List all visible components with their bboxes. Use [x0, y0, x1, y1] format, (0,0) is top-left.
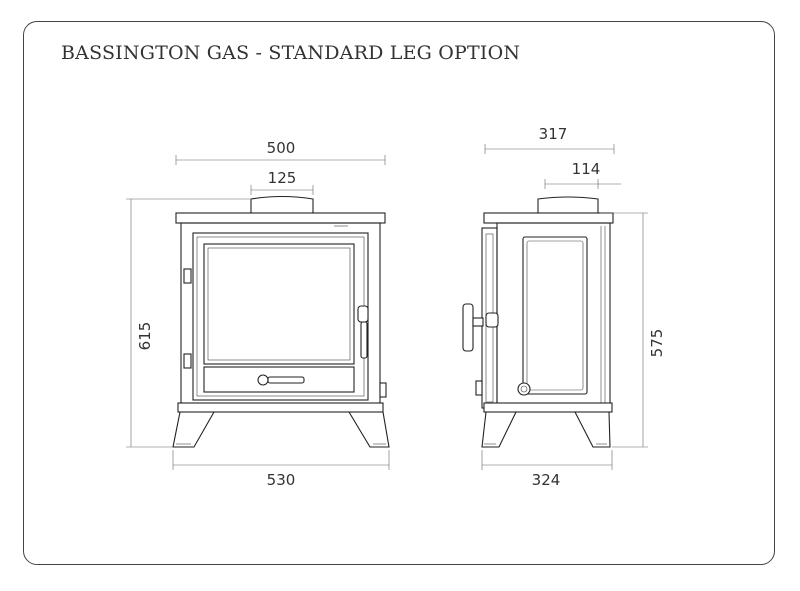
- dim-front-leg-width: 530: [267, 471, 296, 489]
- side-view: [462, 196, 614, 448]
- dim-front-flue: 125: [268, 169, 297, 187]
- front-hinge-top: [183, 268, 192, 284]
- side-base-plinth: [483, 402, 613, 413]
- side-leg-front: [481, 411, 517, 448]
- side-control-knob: [517, 382, 531, 396]
- dim-side-leg-depth: 324: [532, 471, 561, 489]
- front-control-knob: [257, 374, 269, 386]
- dim-side-height: 575: [648, 329, 666, 358]
- front-flue-collar: [250, 195, 314, 214]
- side-hinge: [475, 380, 483, 396]
- side-dimension-lines: [481, 144, 648, 470]
- front-hinge-bottom: [183, 353, 192, 369]
- side-door-handle: [462, 303, 474, 352]
- side-leg-rear: [574, 411, 611, 448]
- front-door-frame: [192, 232, 369, 401]
- dim-side-flue-offset: 114: [572, 160, 601, 178]
- side-top-plate: [483, 212, 614, 224]
- dim-front-height: 615: [136, 322, 154, 351]
- side-panel-recess: [522, 236, 588, 395]
- front-view: [172, 195, 390, 448]
- front-door-handle: [357, 305, 369, 323]
- dim-side-depth: 317: [539, 125, 568, 143]
- side-flue-collar: [537, 196, 599, 214]
- dim-front-width: 500: [267, 139, 296, 157]
- drawing-title: BASSINGTON GAS - STANDARD LEG OPTION: [61, 42, 521, 64]
- drawing-frame: [23, 21, 775, 565]
- front-top-plate: [175, 212, 386, 224]
- side-body: [496, 222, 611, 411]
- front-leg-left: [172, 411, 215, 448]
- front-leg-right: [348, 411, 390, 448]
- front-glass: [203, 243, 355, 365]
- front-control-panel: [203, 366, 355, 393]
- front-dimension-lines: [126, 155, 390, 470]
- front-base-plinth: [177, 402, 384, 413]
